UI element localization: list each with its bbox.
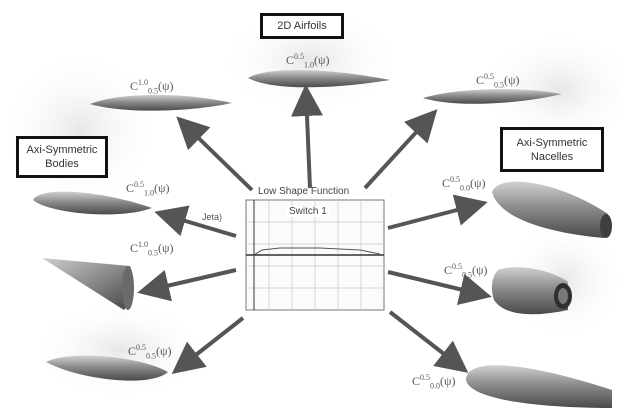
arrow-to-top-right-airfoil: [363, 109, 438, 190]
chart-side-label: Jeta): [202, 212, 223, 222]
airfoil-top-right: [423, 89, 562, 104]
equation-top-right: C0.50.5(ψ): [476, 72, 520, 90]
chart-curve: [253, 247, 381, 256]
nacelle-right-upper-inlet: [600, 214, 612, 238]
nacelle-right-middle-ring: [558, 288, 568, 304]
label-2d-airfoils: 2D Airfoils: [260, 13, 344, 39]
arrow-to-bottom-left-body: [171, 316, 245, 374]
equation-top-center: C0.51.0(ψ): [286, 52, 330, 70]
label-axi-nacelles: Axi-Symmetric Nacelles: [500, 127, 604, 172]
arrow-to-top-airfoil: [291, 84, 323, 189]
label-axi-bodies: Axi-Symmetric Bodies: [16, 136, 108, 178]
airfoil-top-left: [90, 94, 232, 111]
equation-top-left: C1.00.5(ψ): [130, 78, 174, 96]
airfoil-top-center: [248, 69, 390, 88]
arrows: [137, 84, 492, 374]
chart-title: Low Shape Function: [258, 186, 350, 197]
arrow-to-right-nacelle: [387, 194, 488, 230]
arrow-to-bottom-right-body: [388, 310, 469, 373]
shape-function-chart: [245, 199, 385, 311]
chart-legend: Switch 1: [286, 206, 330, 217]
cone-left: [42, 258, 134, 310]
arrow-to-right-tube: [387, 270, 492, 305]
label-2d-airfoils-text: 2D Airfoils: [277, 20, 327, 32]
nacelle-right-upper: [492, 181, 608, 238]
equation-left-body: C0.51.0(ψ): [126, 180, 170, 198]
right-nacelles: [466, 181, 612, 408]
label-axi-bodies-text: Axi-Symmetric Bodies: [26, 144, 98, 170]
body-left-upper: [33, 191, 152, 215]
halo: [30, 300, 210, 400]
body-right-lower: [466, 365, 612, 408]
left-bodies: [33, 191, 168, 381]
nacelle-right-middle: [491, 267, 568, 315]
airfoil-shapes: [90, 69, 562, 111]
equation-right-tube: C0.50.5(ψ): [444, 262, 488, 280]
equation-bottom-right: C0.50.0(ψ): [412, 373, 456, 391]
cone-left-base: [122, 266, 134, 310]
arrow-to-left-cone: [137, 268, 237, 302]
label-axi-nacelles-text: Axi-Symmetric Nacelles: [516, 136, 588, 163]
arrow-to-left-body: [154, 205, 237, 238]
body-left-lower: [46, 355, 168, 381]
equation-left-cone: C1.00.5(ψ): [130, 240, 174, 258]
halo: [480, 30, 622, 150]
arrow-to-top-left-airfoil: [176, 116, 254, 192]
equation-right-nacelle: C0.50.0(ψ): [442, 175, 486, 193]
equation-bottom-left: C0.50.5(ψ): [128, 343, 172, 361]
